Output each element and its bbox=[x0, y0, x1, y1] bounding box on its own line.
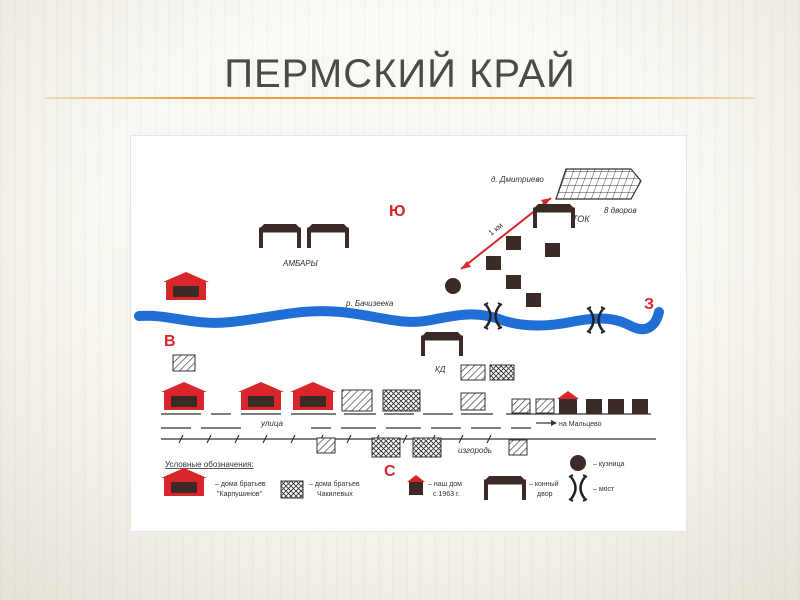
label-to-maltsevo: на Мальцево bbox=[559, 421, 602, 428]
cardinal-east: З bbox=[644, 296, 654, 313]
label-izgorod: изгородь bbox=[458, 446, 492, 455]
chakilev-house-mid-2 bbox=[489, 364, 515, 381]
village-dmitrievo-block bbox=[555, 168, 642, 200]
red-house-street-2 bbox=[238, 382, 284, 410]
barn-tok bbox=[533, 206, 575, 228]
cardinal-west: В bbox=[164, 333, 176, 350]
slide-title: ПЕРМСКИЙ КРАЙ bbox=[224, 52, 576, 96]
chakilev-house-mid-3 bbox=[460, 392, 486, 411]
legend-karpushin-line2: "Карпушинов" bbox=[217, 491, 263, 498]
chakilev-house-south-2 bbox=[371, 437, 401, 458]
barn-ambary-1 bbox=[259, 226, 301, 248]
legend-ourhouse-line2: с 1963 г. bbox=[433, 491, 460, 498]
chakilev-house-street-1 bbox=[341, 389, 373, 412]
legend-bridge-label: – мост bbox=[593, 486, 615, 493]
legend-stable-line2: двор bbox=[537, 491, 553, 498]
our-house-1963 bbox=[557, 391, 579, 414]
dark-houses-north bbox=[486, 236, 560, 307]
legend-crosshatch-icon bbox=[280, 480, 304, 499]
legend-chakilev-line1: – дома братьев bbox=[309, 480, 360, 488]
legend-ourhouse-line1: – наш дом bbox=[428, 481, 462, 488]
chakilev-house-south-4 bbox=[508, 439, 528, 456]
label-ambary: АМБАРЫ bbox=[282, 259, 318, 268]
chakilev-house-south-3 bbox=[412, 437, 442, 458]
street-lines bbox=[161, 413, 656, 440]
label-1-km: 1 км bbox=[487, 221, 505, 238]
title-underline bbox=[45, 97, 755, 99]
dark-houses-east bbox=[586, 399, 648, 414]
legend-smithy-icon bbox=[570, 455, 586, 471]
smithy-dot bbox=[445, 278, 461, 294]
barn-ambary-2 bbox=[307, 226, 349, 248]
barn-kd bbox=[421, 334, 463, 356]
cardinal-north: Ю bbox=[389, 203, 406, 220]
label-ulitsa: улица bbox=[260, 419, 284, 428]
chakilev-house-mid-1 bbox=[460, 364, 486, 381]
chakilev-house-east-2 bbox=[535, 398, 555, 414]
chakilev-house-west bbox=[172, 354, 196, 372]
legend-smithy-label: – кузница bbox=[593, 461, 624, 468]
label-kd: КД bbox=[435, 365, 446, 374]
village-map: д. Дмитриево 8 дворов 1 км ТОК Ю АМБАРЫ … bbox=[130, 135, 687, 532]
label-dmitrievo: д. Дмитриево bbox=[491, 175, 544, 184]
legend-title: Условные обозначения: bbox=[165, 460, 254, 469]
chakilev-house-east-1 bbox=[511, 398, 531, 414]
legend-stable-line1: – конный bbox=[529, 480, 559, 488]
red-house-street-1 bbox=[161, 382, 207, 410]
chakilev-house-street-2 bbox=[382, 389, 421, 412]
legend-barn-icon bbox=[484, 478, 526, 500]
arrow-to-maltsevo bbox=[536, 420, 557, 426]
cardinal-south: С bbox=[384, 463, 396, 480]
label-tok: ТОК bbox=[572, 214, 590, 224]
legend-our-house-icon bbox=[407, 475, 425, 495]
red-house-street-3 bbox=[290, 382, 336, 410]
chakilev-house-south-1 bbox=[316, 437, 336, 454]
label-river: р. Бачизеека bbox=[345, 299, 394, 308]
legend: Условные обозначения: – дома братьев "Ка… bbox=[161, 455, 624, 501]
legend-chakilev-line2: Чакилевых bbox=[317, 491, 353, 498]
label-8-dvorov: 8 дворов bbox=[604, 206, 637, 215]
red-house-nw bbox=[163, 272, 209, 300]
river-bachizeeka bbox=[134, 306, 664, 335]
legend-red-house-icon bbox=[161, 468, 207, 496]
legend-karpushin-line1: – дома братьев bbox=[215, 480, 266, 488]
legend-bridge-icon bbox=[567, 473, 589, 503]
